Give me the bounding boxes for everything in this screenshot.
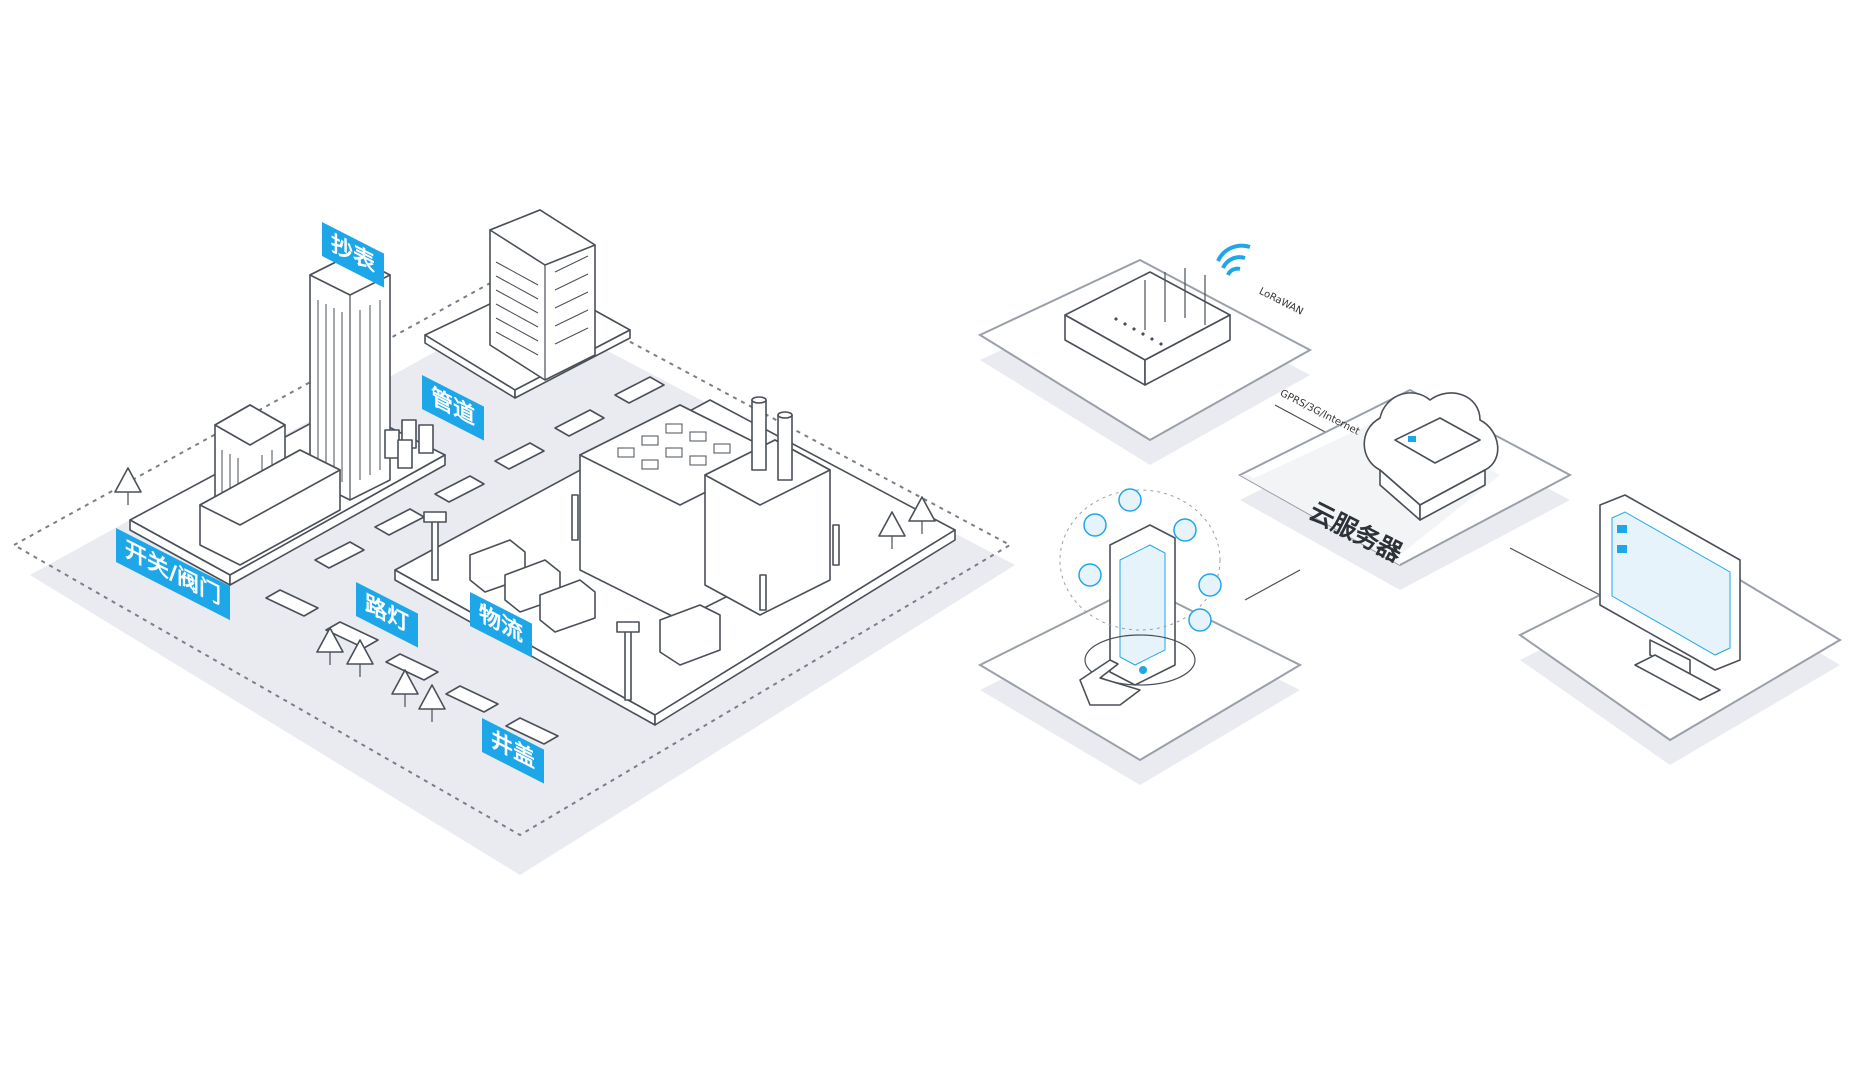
server-icon <box>1394 417 1481 464</box>
wifi-icon <box>1216 243 1251 276</box>
cloud-monitor-link <box>1509 547 1601 596</box>
residential-block <box>129 254 446 586</box>
network-side <box>977 243 1842 785</box>
street-lamps <box>423 511 640 701</box>
trees <box>114 467 936 722</box>
city-platform <box>11 209 1015 875</box>
office-tower <box>424 209 631 399</box>
road-markings <box>265 376 665 745</box>
phone-cloud-link <box>1244 569 1301 601</box>
monitor-icon <box>1599 494 1741 701</box>
trucks <box>469 539 721 666</box>
router-icon <box>1064 268 1231 386</box>
phone-icon <box>1059 488 1222 686</box>
hand-icon <box>1079 659 1141 706</box>
